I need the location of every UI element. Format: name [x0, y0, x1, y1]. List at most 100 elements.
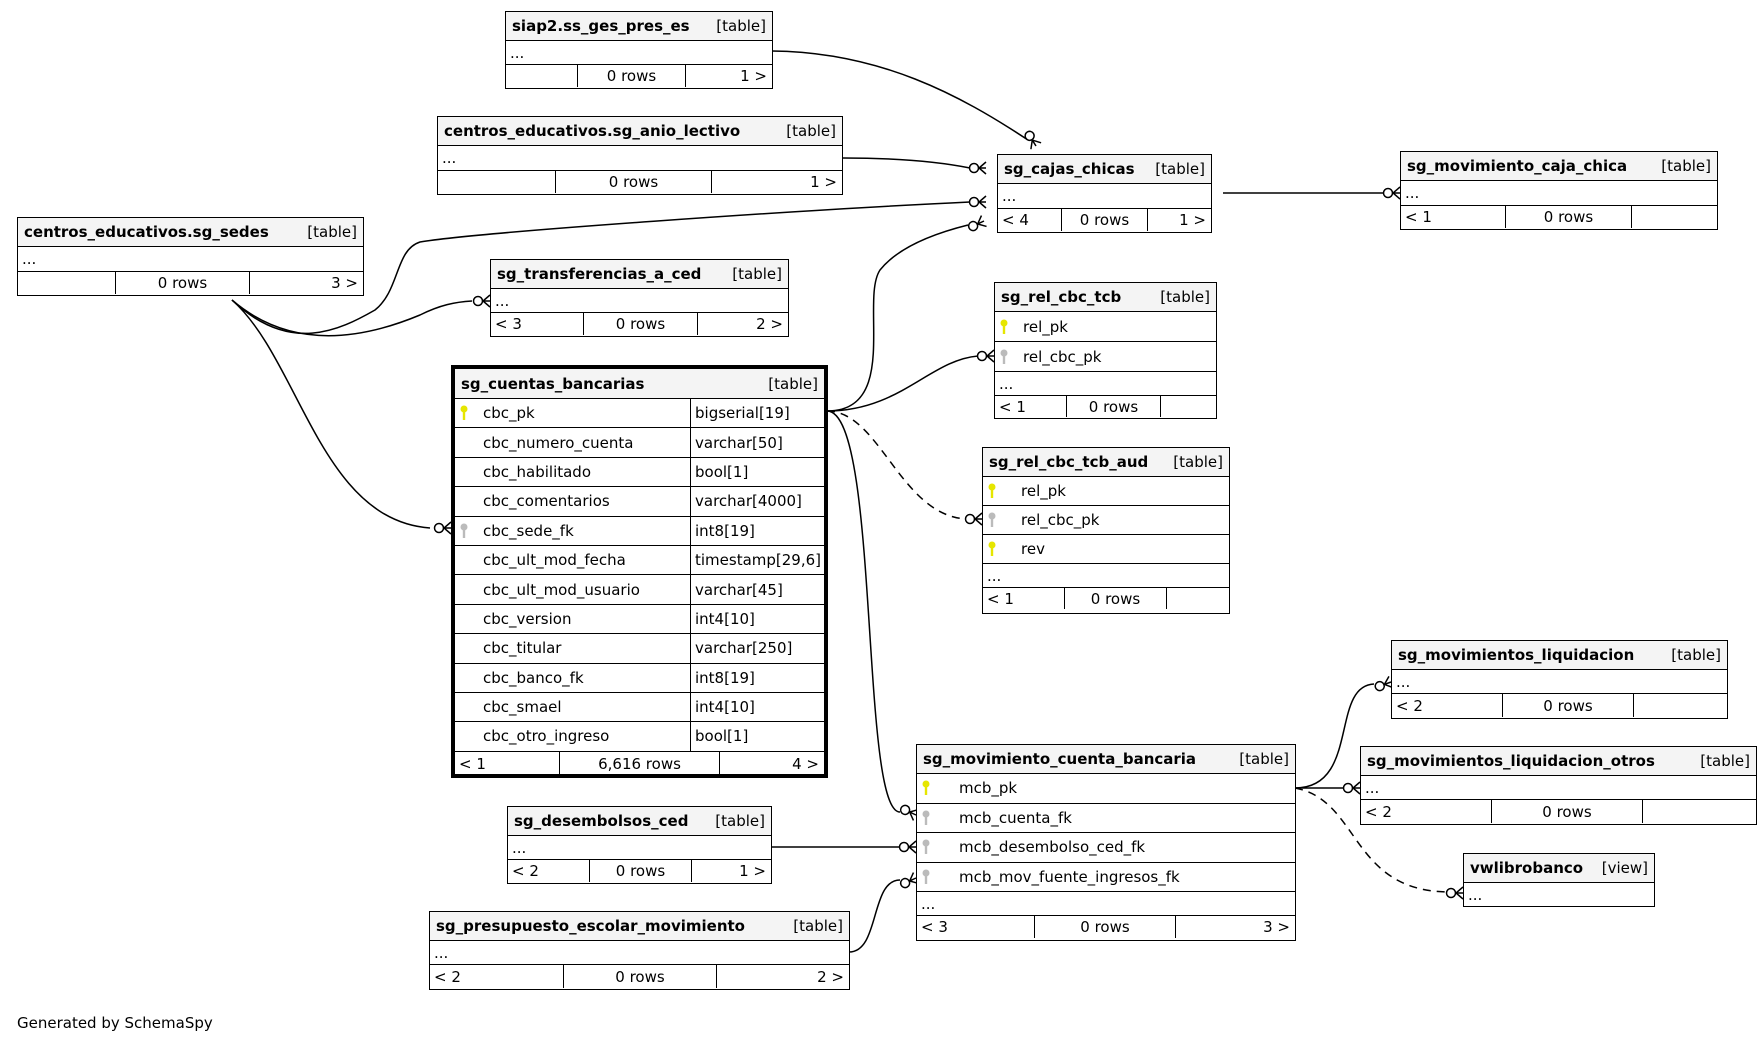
column-row[interactable]: mcb_desembolso_ced_fk — [917, 833, 1295, 863]
column-name: cbc_comentarios — [483, 492, 610, 511]
column-name: rev — [1021, 540, 1045, 558]
edge-presup-mcb — [848, 879, 901, 953]
table-name[interactable]: sg_desembolsos_ced — [514, 812, 689, 830]
more-columns: ... — [917, 892, 1295, 916]
column-name: cbc_version — [483, 609, 572, 628]
table-name[interactable]: centros_educativos.sg_anio_lectivo — [444, 122, 741, 140]
column-row[interactable]: mcb_pk — [917, 774, 1295, 804]
column-name: mcb_desembolso_ced_fk — [959, 838, 1146, 857]
table-sg-anio-lectivo[interactable]: centros_educativos.sg_anio_lectivo[table… — [437, 116, 843, 195]
table-sg-rel-cbc-tcb-aud[interactable]: sg_rel_cbc_tcb_aud[table] rel_pk rel_cbc… — [982, 447, 1230, 614]
children-count: 2 > — [817, 967, 844, 986]
crowsfoot-icon — [1445, 886, 1464, 900]
column-name: cbc_banco_fk — [483, 668, 584, 687]
table-name[interactable]: sg_movimientos_liquidacion — [1398, 646, 1635, 664]
column-name: cbc_otro_ingreso — [483, 727, 610, 746]
parents-count: < 2 — [508, 860, 590, 882]
crowsfoot-icon — [976, 349, 995, 363]
crowsfoot-icon — [472, 294, 491, 308]
column-row[interactable]: rel_pk — [983, 477, 1229, 506]
children-count: 1 > — [740, 67, 767, 85]
column-name: rel_pk — [1023, 317, 1068, 336]
column-row[interactable]: rel_cbc_pk — [983, 506, 1229, 535]
table-name[interactable]: sg_transferencias_a_ced — [497, 265, 702, 283]
table-name[interactable]: sg_movimientos_liquidacion_otros — [1367, 752, 1655, 770]
column-name: mcb_cuenta_fk — [959, 808, 1072, 827]
column-row[interactable]: rev — [983, 535, 1229, 564]
more-columns: ... — [508, 836, 771, 860]
parents-count: < 3 — [917, 916, 1035, 938]
table-name[interactable]: sg_cuentas_bancarias — [461, 374, 645, 393]
table-name[interactable]: vwlibrobanco — [1470, 859, 1584, 877]
crowsfoot-icon — [1342, 781, 1361, 795]
column-type: int8[19] — [690, 663, 824, 692]
more-columns: ... — [1361, 776, 1756, 800]
column-type: varchar[4000] — [690, 487, 824, 516]
table-kind: [table] — [1661, 157, 1711, 175]
table-kind: [table] — [732, 265, 782, 283]
edge-main-mcb — [826, 410, 901, 813]
table-sg-movimiento-cuenta-bancaria[interactable]: sg_movimiento_cuenta_bancaria[table] mcb… — [916, 744, 1296, 941]
foreign-key-icon — [999, 349, 1013, 365]
parents-count: < 2 — [430, 965, 564, 988]
children-count — [1161, 396, 1216, 417]
more-columns: ... — [995, 372, 1216, 396]
parents-count: < 3 — [491, 313, 584, 335]
column-name: rel_cbc_pk — [1021, 511, 1100, 529]
table-name[interactable]: siap2.ss_ges_pres_es — [512, 17, 690, 35]
more-columns: ... — [1468, 885, 1483, 904]
table-name[interactable]: sg_movimiento_cuenta_bancaria — [923, 750, 1197, 768]
column-row[interactable]: cbc_comentarios varchar[4000] — [455, 487, 824, 517]
column-name: rel_pk — [1021, 482, 1066, 500]
foreign-key-icon — [459, 523, 473, 539]
table-name[interactable]: sg_rel_cbc_tcb — [1001, 288, 1122, 306]
column-row[interactable]: mcb_mov_fuente_ingresos_fk — [917, 863, 1295, 892]
column-row[interactable]: rel_cbc_pk — [995, 342, 1216, 372]
column-type: bool[1] — [690, 457, 824, 487]
column-row[interactable]: mcb_cuenta_fk — [917, 804, 1295, 833]
table-sg-rel-cbc-tcb[interactable]: sg_rel_cbc_tcb[table] rel_pk rel_cbc_pk … — [994, 282, 1217, 419]
table-name[interactable]: centros_educativos.sg_sedes — [24, 223, 269, 241]
table-name[interactable]: sg_presupuesto_escolar_movimiento — [436, 917, 745, 935]
table-sg-sedes[interactable]: centros_educativos.sg_sedes[table] ... 0… — [17, 217, 364, 296]
row-count: 0 rows — [1062, 209, 1148, 231]
row-count: 0 rows — [1503, 694, 1634, 717]
table-sg-movimientos-liquidacion[interactable]: sg_movimientos_liquidacion[table] ... < … — [1391, 640, 1728, 719]
foreign-key-icon — [921, 810, 935, 826]
foreign-key-icon — [921, 869, 935, 885]
column-row[interactable]: rel_pk — [995, 312, 1216, 342]
table-name[interactable]: sg_cajas_chicas — [1004, 160, 1135, 178]
row-count: 0 rows — [584, 313, 698, 335]
parents-count: < 1 — [1401, 206, 1506, 228]
table-name[interactable]: sg_movimiento_caja_chica — [1407, 157, 1628, 175]
table-sg-presupuesto-escolar-movimiento[interactable]: sg_presupuesto_escolar_movimiento[table]… — [429, 911, 850, 990]
view-vwlibrobanco[interactable]: vwlibrobanco [view] ... — [1463, 853, 1655, 907]
row-count: 0 rows — [1035, 916, 1176, 938]
row-count: 0 rows — [564, 965, 717, 988]
parents-count: < 2 — [1392, 694, 1503, 717]
table-sg-movimientos-liquidacion-otros[interactable]: sg_movimientos_liquidacion_otros[table] … — [1360, 746, 1757, 825]
column-type: varchar[250] — [690, 634, 824, 663]
more-columns: ... — [491, 289, 788, 313]
edge-main-relaud — [826, 410, 967, 520]
table-kind: [view] — [1601, 859, 1648, 877]
more-columns: ... — [18, 247, 363, 272]
table-name[interactable]: sg_rel_cbc_tcb_aud — [989, 453, 1149, 471]
column-row[interactable]: cbc_banco_fk int8[19] — [455, 663, 824, 693]
